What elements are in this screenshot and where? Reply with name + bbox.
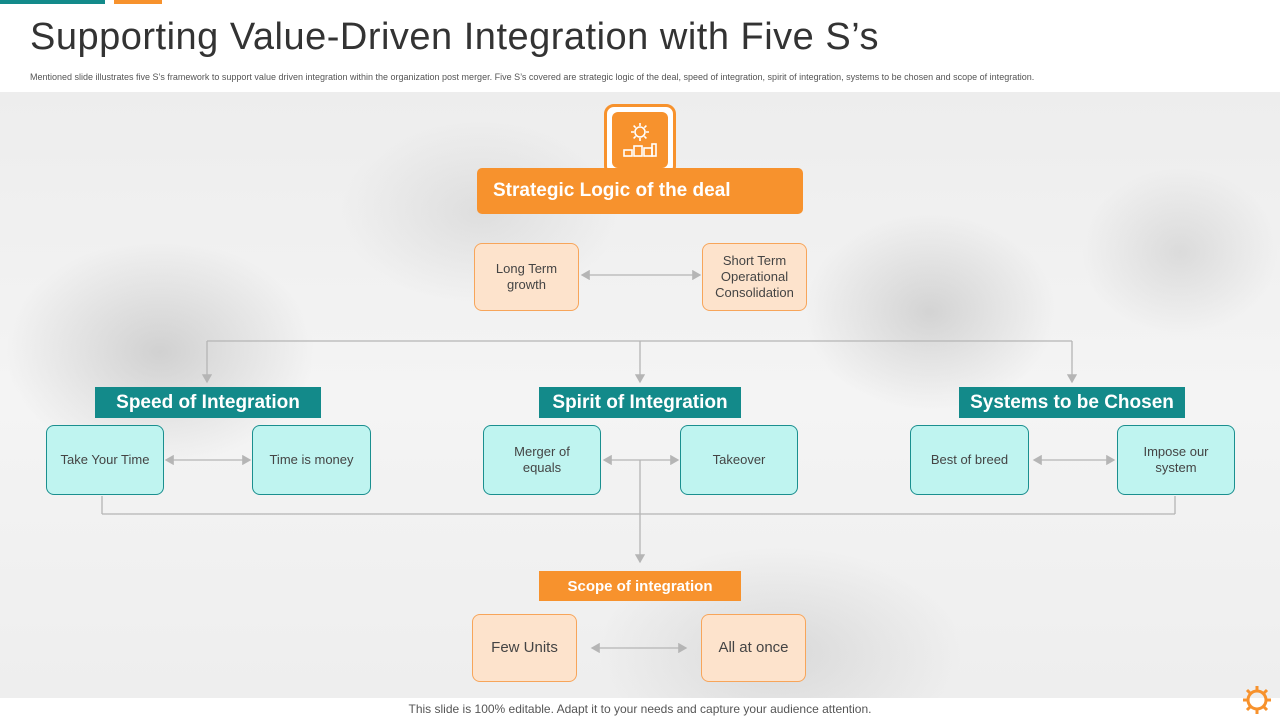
spirit-of-integration-header: Spirit of Integration [539,387,741,418]
scope-of-integration-title: Scope of integration [567,577,713,595]
time-is-money-label: Time is money [269,452,354,467]
impose-our-system-label: Impose our system [1143,444,1209,475]
merger-of-equals-label: Merger of equals [514,444,570,475]
time-is-money-box: Time is money [252,425,371,495]
speed-of-integration-header: Speed of Integration [95,387,321,418]
gear-icon [1243,686,1271,714]
takeover-label: Takeover [712,452,766,467]
strategy-icon-frame [604,104,676,176]
accent-bar-teal [0,0,105,4]
systems-to-be-chosen-header: Systems to be Chosen [959,387,1185,418]
gear-chart-icon [612,112,668,168]
page-title: Supporting Value-Driven Integration with… [30,16,879,58]
few-units-box: Few Units [472,614,577,682]
scope-of-integration-header: Scope of integration [539,571,741,601]
take-your-time-label: Take Your Time [60,452,150,467]
strategic-logic-header: Strategic Logic of the deal [477,168,803,214]
impose-our-system-box: Impose our system [1117,425,1235,495]
speed-of-integration-title: Speed of Integration [116,391,300,413]
best-of-breed-label: Best of breed [930,452,1009,467]
systems-to-be-chosen-title: Systems to be Chosen [970,391,1174,413]
take-your-time-box: Take Your Time [46,425,164,495]
few-units-label: Few Units [491,639,558,656]
accent-bar-orange [114,0,162,4]
long-term-growth-box: Long Term growth [474,243,579,311]
short-term-consolidation-label: Short Term Operational Consolidation [715,253,794,300]
short-term-consolidation-box: Short Term Operational Consolidation [702,243,807,311]
page-subtitle: Mentioned slide illustrates five S’s fra… [30,72,1035,82]
footer-note: This slide is 100% editable. Adapt it to… [408,702,872,716]
spirit-of-integration-title: Spirit of Integration [552,391,728,413]
merger-of-equals-box: Merger of equals [483,425,601,495]
long-term-growth-label: Long Term growth [495,261,558,292]
all-at-once-label: All at once [718,639,789,656]
all-at-once-box: All at once [701,614,806,682]
strategic-logic-title: Strategic Logic of the deal [493,180,731,201]
best-of-breed-box: Best of breed [910,425,1029,495]
takeover-box: Takeover [680,425,798,495]
